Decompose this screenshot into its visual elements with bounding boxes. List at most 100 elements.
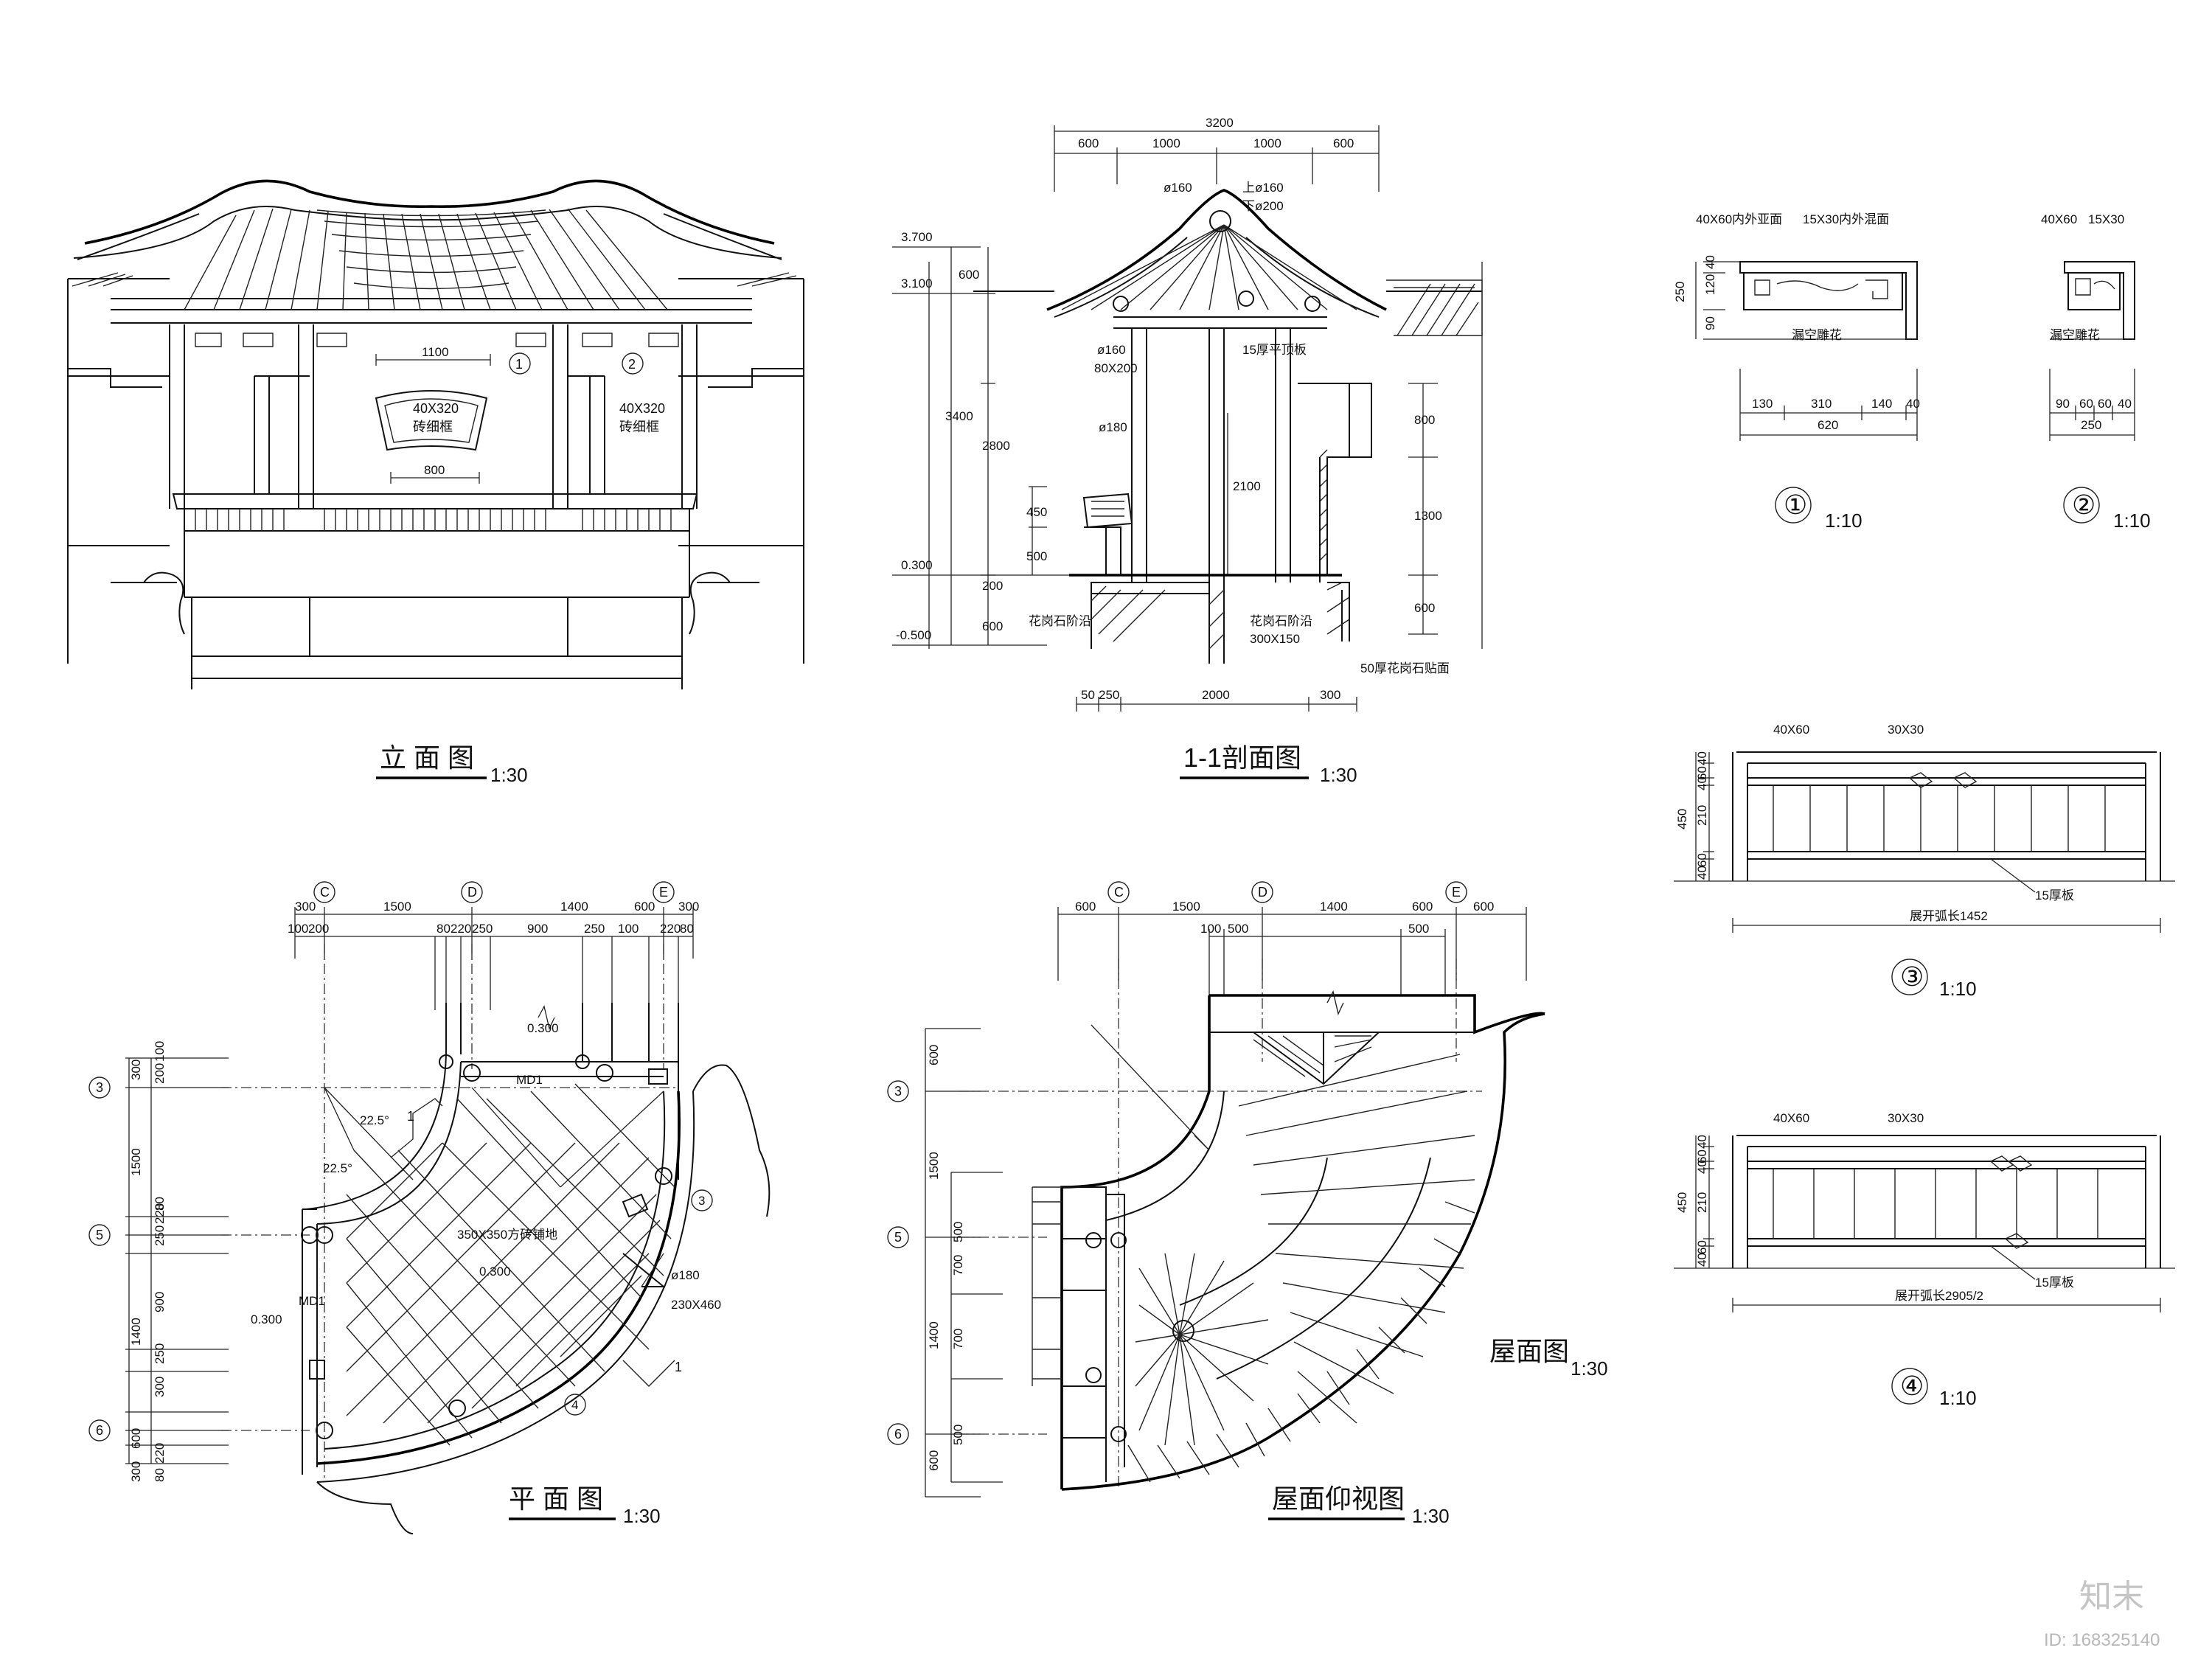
detail-2-drawing (2049, 261, 2135, 524)
section-left-dim: 450 (1026, 505, 1047, 519)
plan-note: 22.5° (360, 1113, 389, 1127)
reflected-left-sub: 700 (951, 1329, 965, 1349)
elevation-note: 砖细框 (413, 420, 453, 434)
plan-sub-dim: 200 (308, 922, 329, 936)
detail-4-note: 15厚板 (2035, 1276, 2074, 1290)
detail-3-vdim: 60 (1695, 766, 1709, 780)
plan-left-sub: 300 (153, 1377, 167, 1397)
plan-top-dim: 600 (634, 900, 655, 914)
reflected-axis-6: 6 (894, 1427, 902, 1441)
reflected-top-dim: 600 (1412, 900, 1433, 914)
detail-1-hdim: 130 (1752, 397, 1773, 411)
plan-scale: 1:30 (623, 1505, 661, 1527)
plan-left-sub: 200 (153, 1063, 167, 1084)
reflected-axis-3: 3 (894, 1084, 902, 1099)
plan-note: 1 (407, 1109, 414, 1124)
plan-note: 350X350方砖铺地 (457, 1228, 557, 1242)
reflected-left-dim: 1400 (927, 1321, 941, 1349)
elevation-callout: 2 (628, 357, 636, 372)
detail-3-vdim: 450 (1675, 809, 1689, 830)
plan-drawing (88, 881, 771, 1534)
section-note: ø160 (1097, 343, 1126, 357)
section-bottom-dim: 2000 (1202, 688, 1230, 702)
plan-top-dim: 300 (295, 900, 316, 914)
watermark-id: ID: 168325140 (2044, 1630, 2160, 1650)
detail-3-vdim: 40 (1695, 776, 1709, 790)
reflected-left-sub: 700 (951, 1255, 965, 1276)
section-drawing (892, 125, 1483, 712)
plan-axis-c: C (320, 885, 330, 900)
detail-2-mark: ② (2072, 490, 2096, 520)
detail-2-hdim: 250 (2081, 418, 2101, 432)
reflected-top-dim: 1400 (1320, 900, 1348, 914)
plan-sub-dim: 220 (451, 922, 471, 936)
elevation-scale: 1:30 (490, 764, 528, 786)
detail-1-note: 15X30内外混面 (1803, 212, 1889, 226)
plan-left-dim: 1400 (129, 1318, 143, 1346)
reflected-left-sub: 500 (951, 1425, 965, 1445)
plan-left-sub: 80 (153, 1197, 167, 1211)
plan-note: 1 (675, 1360, 682, 1374)
detail-4-scale: 1:10 (1939, 1387, 1977, 1409)
plan-top-dim: 1400 (560, 900, 588, 914)
plan-top-dim: 300 (678, 900, 699, 914)
plan-left-dim: 300 (129, 1060, 143, 1080)
section-note: 花岗石阶沿 (1250, 614, 1312, 628)
section-bottom-dim: 50 (1081, 688, 1095, 702)
detail-3-scale: 1:10 (1939, 978, 1977, 1000)
detail-3-mark: ③ (1900, 961, 1924, 992)
detail-1-vdim: 120 (1703, 274, 1717, 295)
plan-sub-dim: 80 (437, 922, 451, 936)
plan-axis-3: 3 (96, 1080, 103, 1095)
plan-left-sub: 100 (153, 1041, 167, 1062)
elevation-dim-frame: 800 (424, 463, 445, 477)
section-dim-total: 3200 (1206, 116, 1234, 130)
detail-1-hdim: 620 (1818, 418, 1838, 432)
reflected-axis-c: C (1114, 885, 1124, 900)
section-note: ø160 (1164, 181, 1192, 195)
detail-1-drawing (1695, 261, 1918, 524)
detail-4-vdim: 210 (1695, 1192, 1709, 1213)
detail-1-hdim: 310 (1811, 397, 1832, 411)
plan-left-sub: 250 (153, 1225, 167, 1246)
detail-3-vdim: 40 (1695, 866, 1709, 880)
reflected-sub-dim: 100 (1200, 922, 1221, 936)
plan-note: 22.5° (323, 1161, 352, 1175)
section-dim: 600 (1333, 136, 1354, 150)
detail-4-vdim: 60 (1695, 1240, 1709, 1254)
plan-axis-e: E (659, 885, 668, 900)
detail-1-note: 漏空雕花 (1792, 328, 1842, 342)
plan-note: 0.300 (251, 1312, 282, 1326)
reflected-axis-e: E (1452, 885, 1461, 900)
plan-sub-dim: 250 (584, 922, 605, 936)
plan-axis-5: 5 (96, 1228, 103, 1242)
reflected-title: 屋面仰视图 (1272, 1484, 1405, 1514)
elevation-note: 40X320 (413, 401, 459, 416)
detail-4-drawing (1674, 1135, 2175, 1405)
plan-top-dim: 1500 (383, 900, 411, 914)
section-left-dim: 500 (1026, 549, 1047, 563)
detail-4-vdim: 450 (1675, 1192, 1689, 1213)
reflected-axis-d: D (1258, 885, 1267, 900)
section-left-dim: 600 (982, 619, 1003, 633)
plan-sub-dim: 900 (527, 922, 548, 936)
plan-left-dim: 600 (129, 1428, 143, 1449)
section-note: 上ø160 (1242, 181, 1284, 195)
roof-scale: 1:30 (1571, 1357, 1608, 1380)
elevation-dim-width: 1100 (422, 345, 449, 359)
detail-4-mark: ④ (1900, 1371, 1924, 1401)
reflected-axis-5: 5 (894, 1230, 902, 1245)
section-note: 50厚花岗石贴面 (1360, 661, 1450, 675)
section-bottom-dim: 300 (1320, 688, 1340, 702)
roof-title: 屋面图 (1489, 1336, 1569, 1366)
plan-axis-d: D (467, 885, 477, 900)
section-left-dim: 600 (959, 268, 979, 282)
plan-note: 0.300 (479, 1265, 511, 1279)
detail-4-vdim: 40 (1695, 1135, 1709, 1149)
section-level: 3.100 (901, 276, 933, 291)
section-left-dim: 2800 (982, 439, 1010, 453)
detail-4-vdim: 40 (1695, 1160, 1709, 1174)
detail-1-hdim: 40 (1906, 397, 1920, 411)
watermark-logo: 知末 (2079, 1579, 2144, 1615)
detail-3-vdim: 40 (1695, 751, 1709, 765)
